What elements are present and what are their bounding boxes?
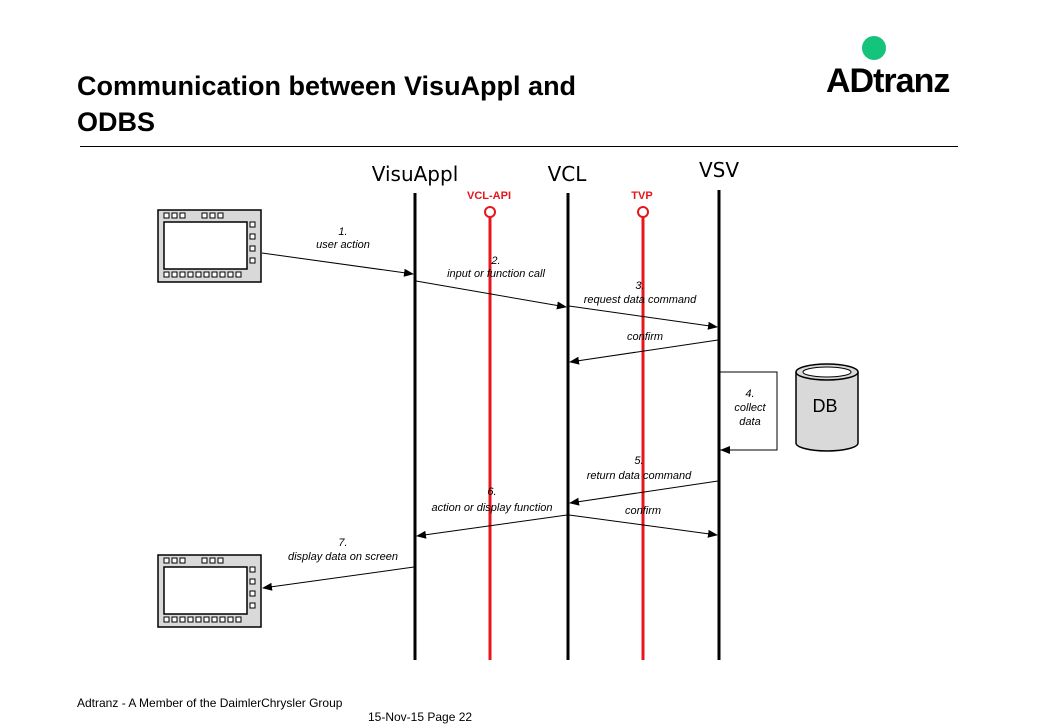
message-label-confirm-1: confirm bbox=[627, 331, 663, 343]
message-arrow-confirm-1 bbox=[569, 339, 719, 365]
message-label-1: user action bbox=[316, 239, 370, 251]
message-label-6: action or display function bbox=[431, 502, 552, 514]
interface-marker-vcl-api bbox=[484, 206, 496, 218]
message-step-3: 3. bbox=[635, 280, 644, 292]
message-arrow-3 bbox=[568, 305, 718, 330]
message-step-5: 5. bbox=[634, 455, 643, 467]
message-label-4-line-1: collect bbox=[734, 402, 766, 414]
message-arrow-2 bbox=[415, 280, 567, 310]
footer-company: Adtranz - A Member of the DaimlerChrysle… bbox=[77, 696, 343, 710]
interface-marker-tvp bbox=[637, 206, 649, 218]
logo-dot-icon bbox=[862, 36, 886, 60]
message-label-5: return data command bbox=[587, 470, 692, 482]
title-line-1: Communication between VisuAppl and bbox=[77, 71, 577, 101]
message-label-3: request data command bbox=[584, 294, 697, 306]
display-device-icon bbox=[157, 554, 262, 628]
lane-label-vcl: VCL bbox=[548, 162, 588, 186]
message-step-2: 2. bbox=[490, 255, 500, 267]
message-step-4: 4. bbox=[745, 388, 754, 400]
lane-label-vsv: VSV bbox=[699, 158, 739, 182]
title-divider bbox=[80, 146, 958, 147]
slide-title: Communication between VisuAppl and ODBS bbox=[77, 68, 717, 140]
message-step-7: 7. bbox=[338, 537, 347, 549]
message-arrow-1 bbox=[261, 252, 414, 277]
message-arrow-5 bbox=[569, 480, 719, 506]
message-step-1: 1. bbox=[338, 226, 347, 238]
interface-label-tvp: TVP bbox=[631, 190, 652, 202]
interface-label-vcl-api: VCL-API bbox=[467, 190, 511, 202]
display-device-icon bbox=[157, 209, 262, 283]
title-line-2: ODBS bbox=[77, 107, 156, 137]
message-step-6: 6. bbox=[487, 486, 496, 498]
message-label-7: display data on screen bbox=[288, 551, 398, 563]
message-arrow-6 bbox=[416, 514, 568, 539]
footer-date-page: 15-Nov-15 Page 22 bbox=[368, 710, 473, 724]
message-arrow-confirm-2 bbox=[568, 514, 718, 538]
message-label-2: input or function call bbox=[447, 268, 545, 280]
database-label: DB bbox=[812, 396, 837, 416]
database-icon bbox=[795, 363, 859, 452]
message-arrow-7 bbox=[262, 566, 415, 591]
company-logo: ADtranz bbox=[826, 62, 950, 100]
lane-label-visuappl: VisuAppl bbox=[372, 162, 459, 186]
message-label-confirm-2: confirm bbox=[625, 505, 661, 517]
message-label-4-line-2: data bbox=[739, 416, 760, 428]
